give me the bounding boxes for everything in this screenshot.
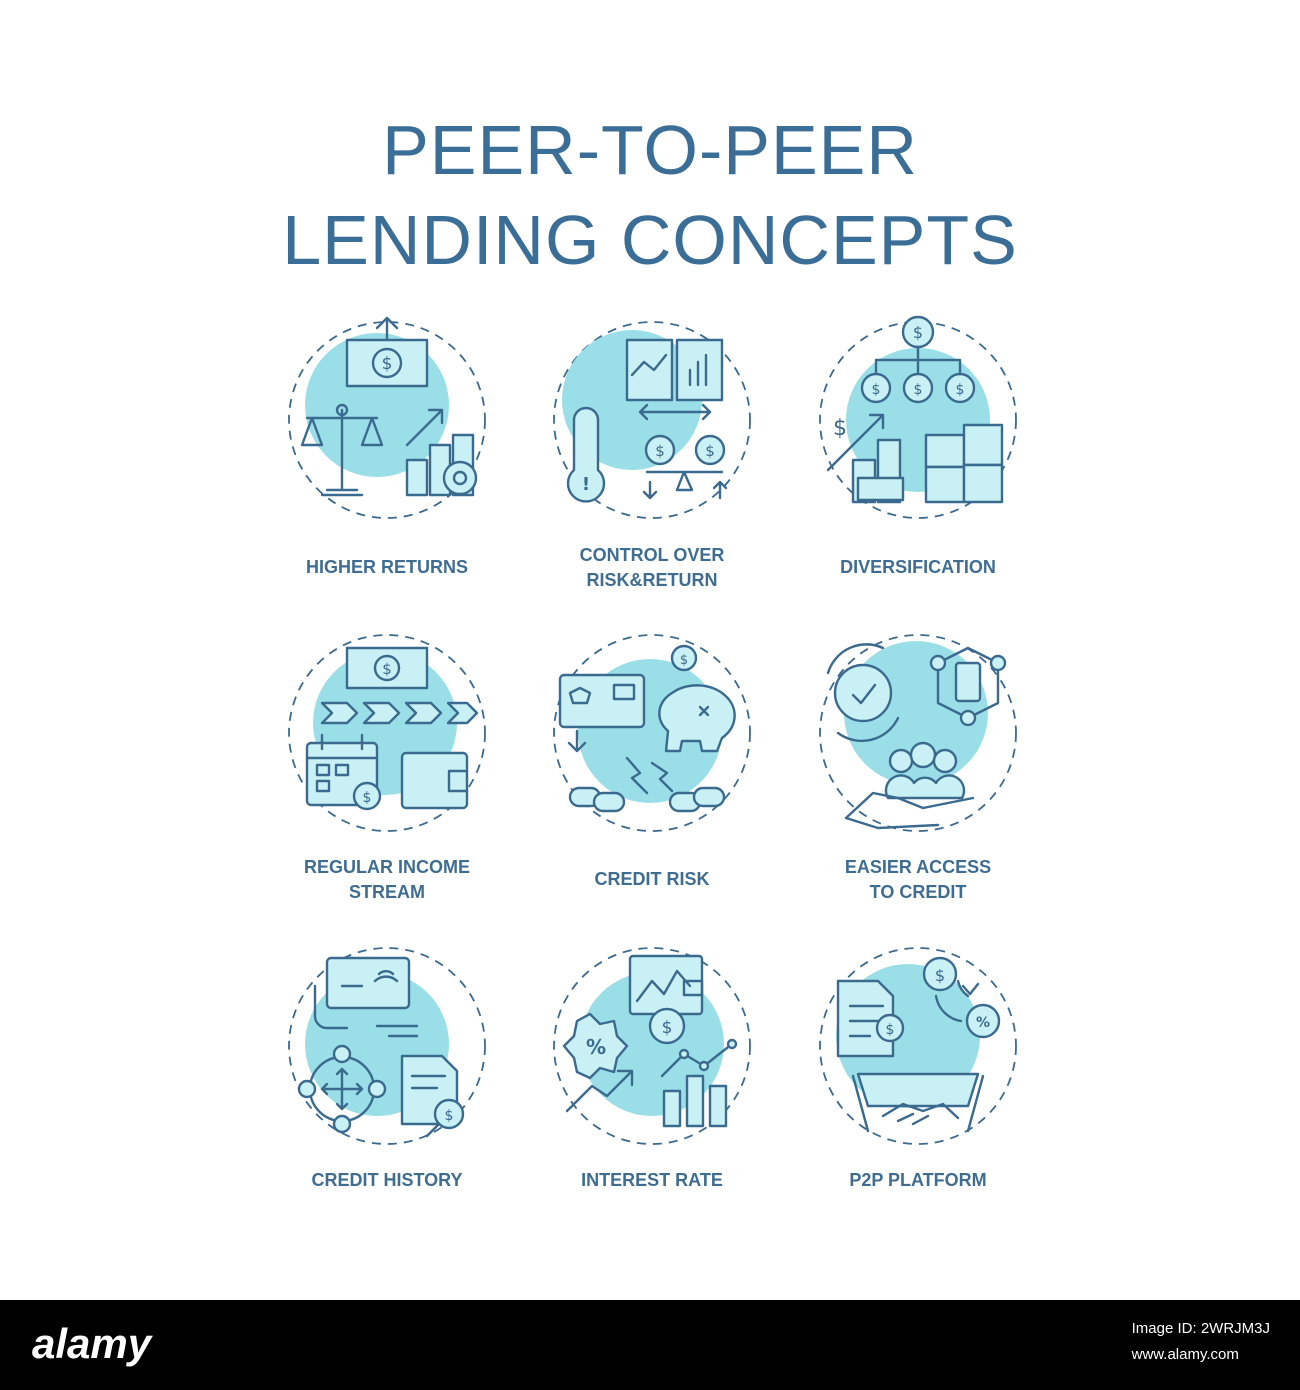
page-title-line1: PEER-TO-PEER <box>382 111 918 189</box>
footer-bar: alamy Image ID: 2WRJM3J www.alamy.com <box>0 1300 1300 1390</box>
svg-text:!: ! <box>582 474 590 495</box>
credit-risk-icon: $ <box>532 613 772 853</box>
image-id: Image ID: 2WRJM3J <box>1131 1320 1270 1337</box>
credit-history-icon: $ <box>267 926 507 1166</box>
alamy-logo: alamy <box>32 1320 152 1367</box>
label-diversification: DIVERSIFICATION <box>840 557 996 577</box>
svg-text:$: $ <box>655 442 665 460</box>
page-title-line2: LENDING CONCEPTS <box>282 201 1018 279</box>
p2p-platform-icon: $ $ % <box>798 926 1038 1166</box>
image-id-block: Image ID: 2WRJM3J www.alamy.com <box>1132 1316 1270 1368</box>
svg-text:%: % <box>586 1035 606 1059</box>
svg-text:$: $ <box>382 660 392 678</box>
control-risk-return-icon: ! $ $ <box>532 300 772 540</box>
site-url: www.alamy.com <box>1131 1346 1239 1363</box>
svg-text:$: $ <box>445 1108 454 1124</box>
label-credit-risk: CREDIT RISK <box>594 869 710 889</box>
svg-text:$: $ <box>705 442 715 460</box>
svg-text:$: $ <box>382 354 393 374</box>
svg-text:$: $ <box>886 1022 895 1038</box>
svg-text:$: $ <box>914 382 923 398</box>
svg-text:$: $ <box>872 382 881 398</box>
label-p2p-platform: P2P PLATFORM <box>849 1170 987 1190</box>
svg-text:$: $ <box>662 1018 673 1038</box>
label-interest-rate: INTEREST RATE <box>581 1170 723 1190</box>
label-easier-access: EASIER ACCESS TO CREDIT <box>844 857 992 902</box>
svg-text:$: $ <box>956 382 965 398</box>
regular-income-icon: $ $ <box>267 613 507 853</box>
easier-access-icon <box>798 613 1038 853</box>
svg-text:$: $ <box>680 653 688 668</box>
svg-text:$: $ <box>363 790 372 806</box>
higher-returns-icon: $ <box>267 300 507 540</box>
svg-text:$: $ <box>935 966 945 985</box>
label-higher-returns: HIGHER RETURNS <box>305 557 468 577</box>
diversification-icon: $ $ $ $ $ <box>798 300 1038 540</box>
svg-text:%: % <box>976 1015 990 1031</box>
label-regular-income: REGULAR INCOME STREAM <box>304 857 470 902</box>
interest-rate-icon: $ % <box>532 926 772 1166</box>
svg-text:$: $ <box>833 416 847 441</box>
svg-text:$: $ <box>913 323 923 342</box>
label-control-risk-return: CONTROL OVER RISK&RETURN <box>579 545 725 590</box>
label-credit-history: CREDIT HISTORY <box>311 1170 463 1190</box>
